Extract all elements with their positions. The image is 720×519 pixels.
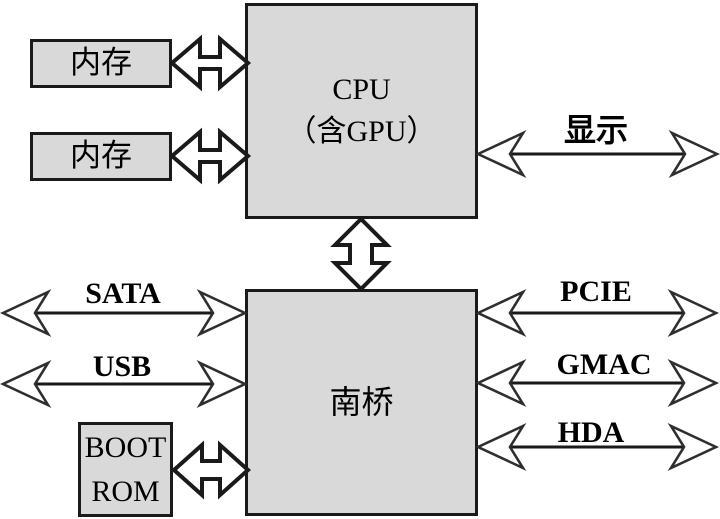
memory2-cpu-double-arrow-icon: [168, 127, 252, 185]
cpu-label-line1: CPU: [332, 73, 391, 106]
memory1-cpu-double-arrow-icon: [168, 34, 252, 92]
boot-rom-label-line2: ROM: [91, 474, 160, 508]
pcie-bus-label: PCIE: [560, 275, 632, 308]
boot-rom-block: BOOT ROM: [78, 422, 173, 517]
sata-bus-label: SATA: [85, 277, 161, 310]
memory2-block: 内存: [30, 132, 172, 181]
southbridge-block: 南桥: [245, 289, 478, 516]
display-bus-label: 显示: [563, 112, 628, 148]
memory1-block: 内存: [30, 39, 172, 88]
cpu-block: CPU （含GPU）: [245, 3, 478, 219]
memory1-label: 内存: [70, 45, 132, 81]
cpu-label-line2: （含GPU）: [286, 115, 437, 148]
gmac-bus-label: GMAC: [556, 348, 652, 381]
boot-rom-label-line1: BOOT: [84, 430, 167, 464]
bootrom-southbridge-double-arrow-icon: [170, 440, 252, 500]
hda-bus-label: HDA: [557, 416, 625, 449]
memory2-label: 内存: [70, 138, 132, 174]
usb-bus-label: USB: [92, 350, 152, 383]
cpu-southbridge-double-arrow-icon: [330, 216, 392, 292]
southbridge-label: 南桥: [329, 383, 394, 420]
